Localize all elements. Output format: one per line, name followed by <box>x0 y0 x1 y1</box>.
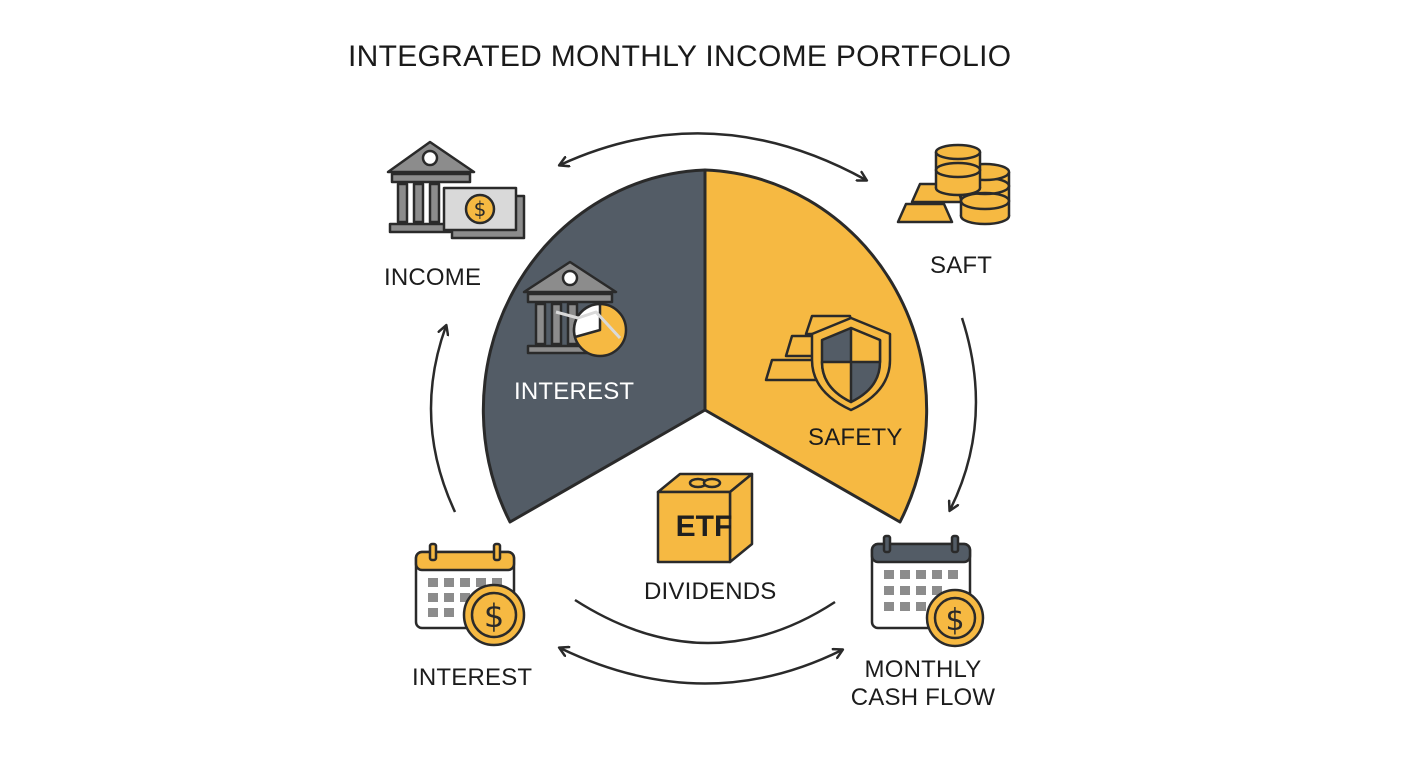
calendar-dollar-icon-left: $ <box>414 542 526 647</box>
arrow-bottom <box>560 648 842 685</box>
income-label: INCOME <box>384 264 482 291</box>
bank-chart-icon <box>522 260 628 358</box>
segment-dividends-label: DIVIDENDS <box>644 578 777 605</box>
bank-cash-icon: $ <box>386 140 526 240</box>
arrow-left <box>429 326 457 513</box>
interest-node-label: INTEREST <box>412 664 533 691</box>
arrow-top <box>560 132 866 180</box>
svg-text:$: $ <box>484 597 504 635</box>
calendar-dollar-icon-right: $ <box>870 534 985 648</box>
segment-interest-label: INTEREST <box>514 378 635 405</box>
svg-text:$: $ <box>945 603 964 638</box>
monthly-label-line1: MONTHLY <box>864 656 982 683</box>
etf-box-icon <box>656 472 754 564</box>
segment-safety-label: SAFETY <box>808 424 903 451</box>
svg-text:$: $ <box>474 197 487 221</box>
arrow-bottom-inner <box>574 598 836 645</box>
saft-label: SAFT <box>930 252 993 279</box>
etf-badge: ETF <box>675 510 733 543</box>
monthly-label-line2: CASH FLOW <box>850 684 996 711</box>
gold-coins-icon <box>896 143 1011 226</box>
arrow-right <box>950 317 978 510</box>
page-title: INTEGRATED MONTHLY INCOME PORTFOLIO <box>348 40 1012 73</box>
gold-shield-icon <box>764 314 892 412</box>
